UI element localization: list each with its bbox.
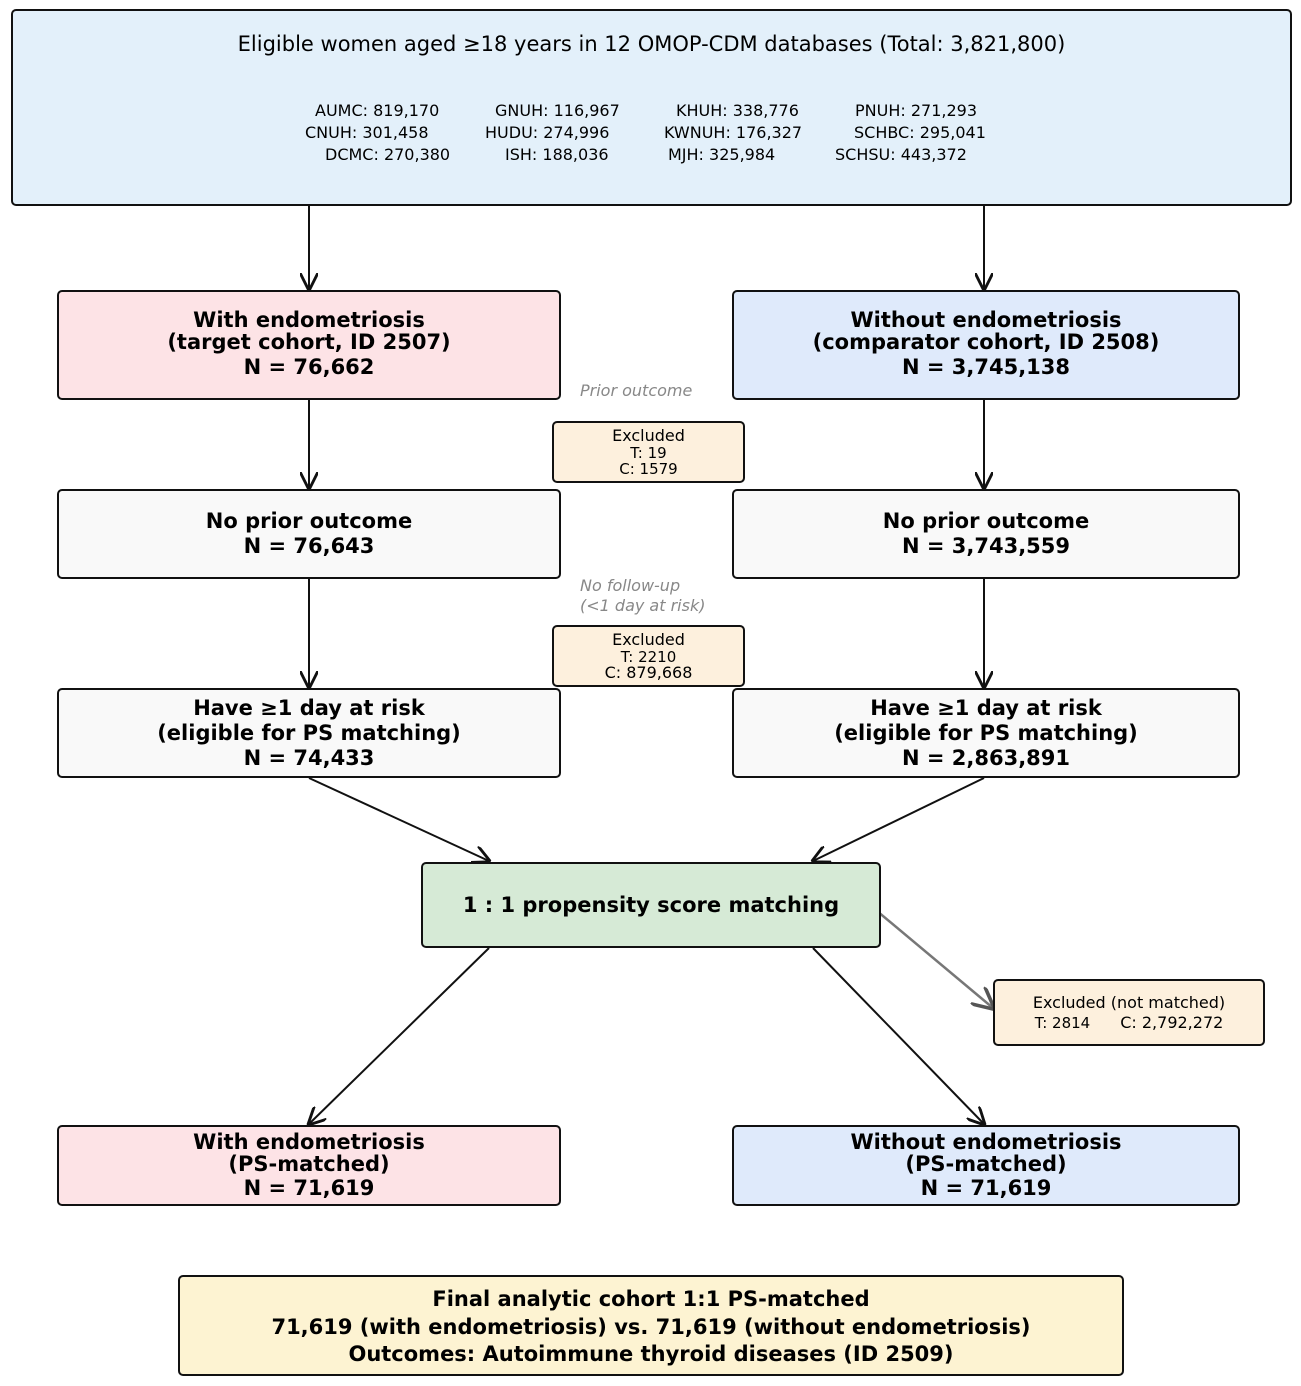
- excluded-no-followup-note-1: No follow-up: [580, 576, 681, 595]
- arrow-risk-c-to-matching: [813, 777, 985, 861]
- target-cohort-label: With endometriosis: [193, 308, 425, 332]
- db-pnuh: PNUH: 271,293: [855, 101, 977, 120]
- database-row-1: AUMC: 819,170 GNUH: 116,967 KHUH: 338,77…: [0, 100, 1301, 122]
- db-aumc: AUMC: 819,170: [315, 101, 440, 120]
- db-schbc: SCHBC: 295,041: [854, 123, 986, 142]
- excluded-prior-title: Excluded: [612, 426, 685, 445]
- ps-matching-label: 1 : 1 propensity score matching: [462, 892, 840, 917]
- arrow-matching-to-matched-c: [812, 947, 984, 1124]
- no-prior-target-label: No prior outcome: [205, 509, 413, 533]
- source-title: Eligible women aged ≥18 years in 12 OMOP…: [237, 32, 1066, 56]
- no-prior-outcome-target-box: No prior outcome N = 76,643: [57, 489, 561, 579]
- excluded-not-matched-title: Excluded (not matched): [1032, 992, 1226, 1012]
- final-cohort-title: Final analytic cohort 1:1 PS-matched: [432, 1286, 870, 1311]
- excluded-followup-title: Excluded: [612, 630, 685, 649]
- no-prior-outcome-comparator-box: No prior outcome N = 3,743,559: [732, 489, 1240, 579]
- target-cohort-box: With endometriosis (target cohort, ID 25…: [57, 290, 561, 400]
- db-cnuh: CNUH: 301,458: [305, 123, 429, 142]
- matched-target-label: With endometriosis: [193, 1129, 425, 1154]
- db-mjh: MJH: 325,984: [668, 145, 776, 164]
- excluded-not-matched-t: T: 2814: [1034, 1013, 1091, 1032]
- matched-target-sub: (PS-matched): [228, 1151, 390, 1176]
- ps-matching-box: 1 : 1 propensity score matching: [421, 862, 881, 948]
- arrow-matching-to-matched-t: [309, 947, 490, 1124]
- source-population-box: Eligible women aged ≥18 years in 12 OMOP…: [11, 9, 1292, 206]
- final-cohort-box: Final analytic cohort 1:1 PS-matched 71,…: [178, 1275, 1124, 1376]
- no-prior-comparator-label: No prior outcome: [882, 509, 1090, 533]
- excluded-no-followup-note-2: (<1 day at risk): [580, 596, 706, 615]
- arrow-matching-to-excluded: [870, 905, 993, 1008]
- db-hudu: HUDU: 274,996: [485, 123, 610, 142]
- matched-comparator-n: N = 71,619: [920, 1175, 1052, 1200]
- database-row-2: CNUH: 301,458 HUDU: 274,996 KWNUH: 176,3…: [0, 122, 1301, 144]
- no-prior-target-n: N = 76,643: [243, 534, 375, 558]
- at-risk-target-box: Have ≥1 day at risk (eligible for PS mat…: [57, 688, 561, 778]
- excluded-not-matched-box: Excluded (not matched) T: 2814 C: 2,792,…: [993, 979, 1265, 1046]
- excluded-not-matched-c: C: 2,792,272: [1120, 1012, 1224, 1032]
- excluded-prior-c: C: 1579: [619, 460, 678, 478]
- excluded-followup-t: T: 2210: [620, 648, 677, 666]
- db-kwnuh: KWNUH: 176,327: [664, 123, 803, 142]
- no-prior-comparator-n: N = 3,743,559: [901, 534, 1071, 558]
- matched-target-box: With endometriosis (PS-matched) N = 71,6…: [57, 1125, 561, 1206]
- matched-comparator-box: Without endometriosis (PS-matched) N = 7…: [732, 1125, 1240, 1206]
- matched-comparator-sub: (PS-matched): [905, 1151, 1067, 1176]
- final-cohort-counts: 71,619 (with endometriosis) vs. 71,619 (…: [271, 1314, 1031, 1339]
- db-khuh: KHUH: 338,776: [676, 101, 799, 120]
- db-dcmc: DCMC: 270,380: [325, 145, 451, 164]
- at-risk-target-n: N = 74,433: [243, 745, 375, 770]
- excluded-prior-outcome-note: Prior outcome: [580, 381, 693, 400]
- comparator-cohort-n: N = 3,745,138: [901, 355, 1071, 379]
- excluded-prior-t: T: 19: [630, 444, 667, 462]
- matched-target-n: N = 71,619: [243, 1175, 375, 1200]
- at-risk-target-label: Have ≥1 day at risk: [193, 695, 425, 720]
- excluded-no-followup-box: Excluded T: 2210 C: 879,668: [552, 625, 745, 687]
- excluded-followup-c: C: 879,668: [604, 663, 693, 682]
- at-risk-target-sub: (eligible for PS matching): [157, 720, 461, 745]
- db-ish: ISH: 188,036: [505, 145, 609, 164]
- target-cohort-n: N = 76,662: [243, 355, 375, 379]
- excluded-prior-outcome-box: Excluded T: 19 C: 1579: [552, 421, 745, 483]
- at-risk-comparator-n: N = 2,863,891: [901, 745, 1071, 770]
- matched-comparator-label: Without endometriosis: [850, 1129, 1122, 1154]
- comparator-cohort-box: Without endometriosis (comparator cohort…: [732, 290, 1240, 400]
- excluded-not-matched-counts: T: 2814 C: 2,792,272: [1035, 1013, 1224, 1033]
- database-row-3: DCMC: 270,380 ISH: 188,036 MJH: 325,984 …: [0, 144, 1301, 166]
- comparator-cohort-id: (comparator cohort, ID 2508): [812, 330, 1160, 354]
- arrow-risk-t-to-matching: [308, 777, 489, 861]
- at-risk-comparator-sub: (eligible for PS matching): [834, 720, 1138, 745]
- target-cohort-id: (target cohort, ID 2507): [167, 330, 451, 354]
- comparator-cohort-label: Without endometriosis: [850, 308, 1122, 332]
- at-risk-comparator-label: Have ≥1 day at risk: [870, 695, 1102, 720]
- at-risk-comparator-box: Have ≥1 day at risk (eligible for PS mat…: [732, 688, 1240, 778]
- final-cohort-outcomes: Outcomes: Autoimmune thyroid diseases (I…: [348, 1341, 954, 1366]
- db-gnuh: GNUH: 116,967: [495, 101, 620, 120]
- db-schsu: SCHSU: 443,372: [835, 145, 967, 164]
